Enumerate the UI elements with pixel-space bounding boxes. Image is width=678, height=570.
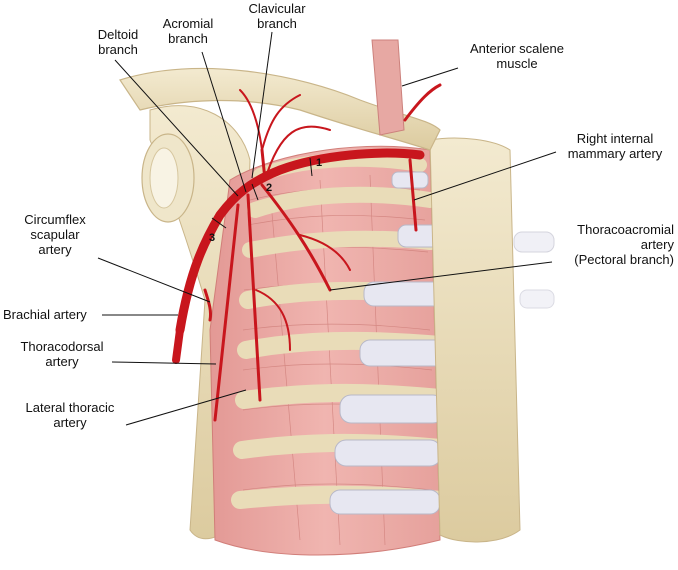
label-thoracodorsal-artery: Thoracodorsal artery (20, 339, 104, 369)
label-brachial-artery: Brachial artery (3, 307, 87, 322)
label-acromial-branch: Acromial branch (162, 16, 214, 46)
arteries (172, 83, 442, 422)
segment-1-label: 1 (315, 157, 323, 169)
segment-3-label: 3 (208, 232, 216, 244)
label-lateral-thoracic-artery: Lateral thoracic artery (25, 400, 115, 430)
sternum (429, 137, 521, 543)
label-thoracoacromial-artery: Thoracoacromial artery (Pectoral branch) (574, 222, 674, 267)
label-circumflex-scapular-artery: Circumflex scapular artery (24, 212, 86, 257)
costal-cartilages (329, 171, 555, 515)
segment-2-label: 2 (265, 182, 273, 194)
anterior-scalene-muscle (371, 39, 405, 136)
label-right-internal-mammary-artery: Right internal mammary artery (567, 131, 663, 161)
label-deltoid-branch: Deltoid branch (97, 27, 139, 57)
leader-lines (97, 31, 557, 426)
label-clavicular-branch: Clavicular branch (248, 1, 306, 31)
label-anterior-scalene-muscle: Anterior scalene muscle (470, 41, 564, 71)
segment-dividers (211, 157, 313, 229)
